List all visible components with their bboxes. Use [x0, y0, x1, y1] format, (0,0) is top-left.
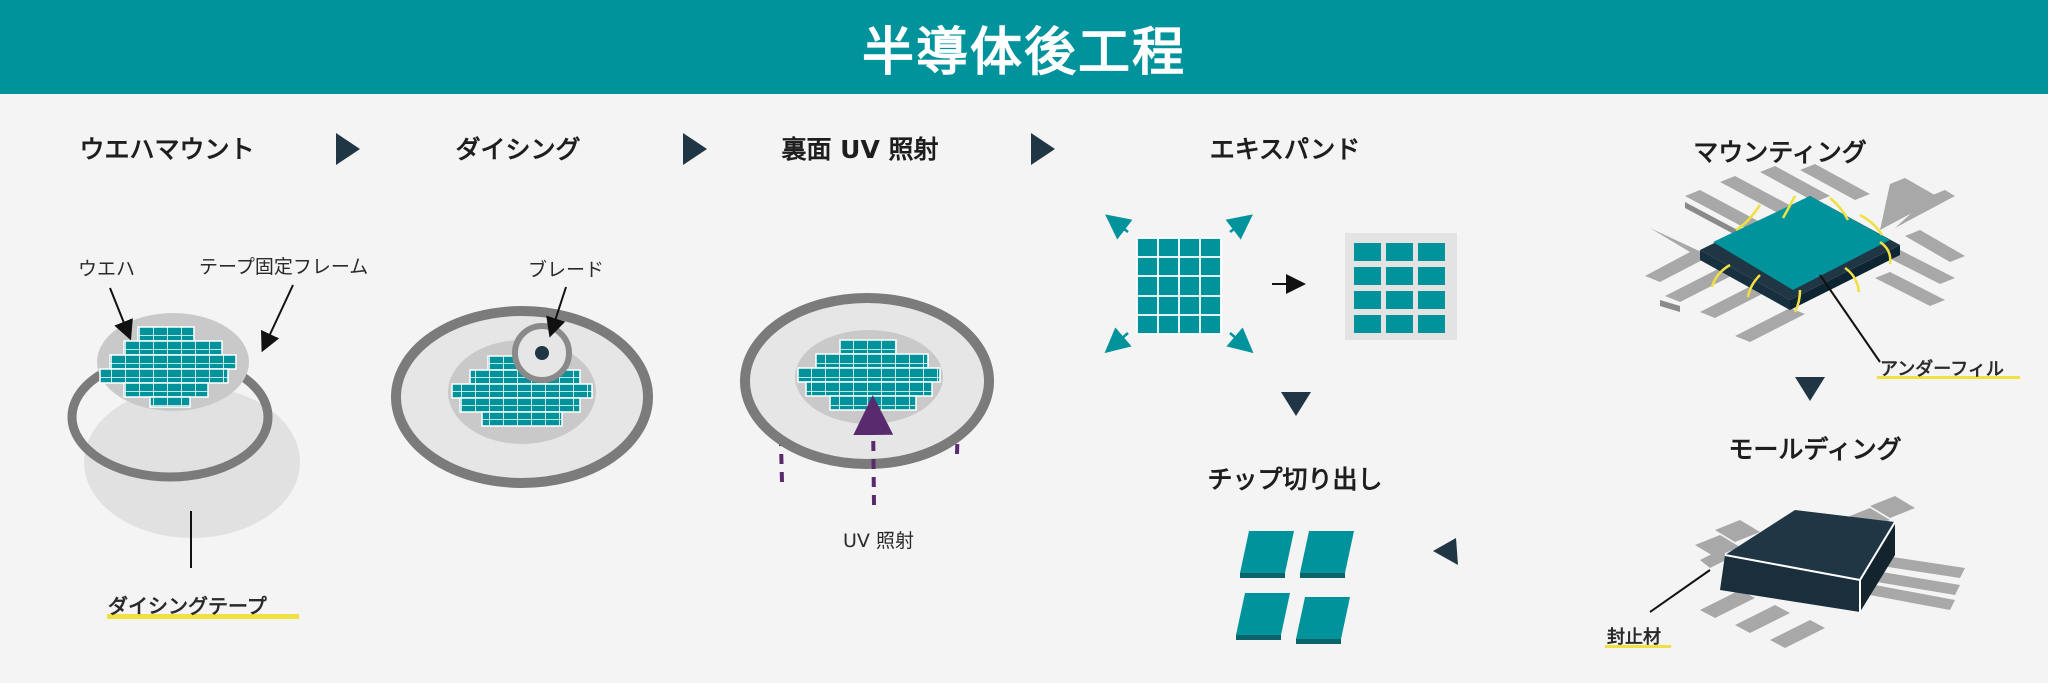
step-title-molding: モールディング [1728, 435, 1902, 464]
step-title-mounting: マウンティング [1693, 138, 1867, 167]
step-title-uv-backside: 裏面 UV 照射 [781, 135, 939, 164]
label-dicing-tape: ダイシングテープ [108, 594, 267, 618]
label-encapsulant: 封止材 [1607, 627, 1661, 648]
label-wafer: ウエハ [78, 258, 136, 280]
expand-illustration [1104, 214, 1457, 354]
label-underfill: アンダーフィル [1880, 359, 2004, 380]
chip-pickup-illustration [1236, 531, 1354, 644]
uv-backside-illustration [740, 293, 994, 506]
header-bar: 半導体後工程 [0, 0, 2048, 94]
highlight-encapsulant [1605, 645, 1671, 648]
process-arrow-down-mounting [1795, 377, 1825, 401]
wafer-mount-illustration [67, 284, 300, 568]
highlight-underfill [1877, 376, 2020, 379]
label-uv-irradiation: UV 照射 [843, 530, 914, 552]
mounting-illustration [1645, 164, 1965, 363]
step-title-chip-pickup: チップ切り出し [1207, 465, 1383, 494]
process-arrow-down-expand [1281, 392, 1311, 416]
label-blade: ブレード [528, 259, 605, 281]
highlight-dicing-tape [107, 614, 299, 619]
process-arrow-1 [336, 133, 360, 165]
step-title-wafer-mount: ウエハマウント [79, 135, 255, 164]
process-arrow-2 [683, 133, 707, 165]
step-title-dicing: ダイシング [455, 135, 581, 164]
process-arrow-left-molding [1433, 538, 1458, 565]
label-tape-frame: テープ固定フレーム [199, 256, 369, 278]
process-arrow-3 [1031, 133, 1055, 165]
step-title-expand: エキスパンド [1209, 135, 1361, 164]
page-title: 半導体後工程 [861, 22, 1186, 83]
molding-illustration [1649, 496, 1965, 648]
dicing-illustration [391, 286, 653, 488]
